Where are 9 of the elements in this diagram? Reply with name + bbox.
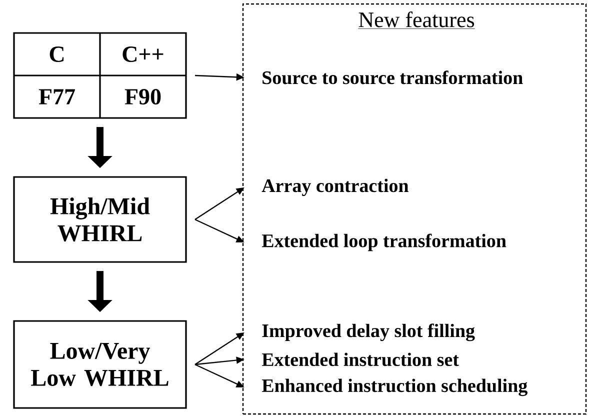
process-box: Low/Very Low WHIRL xyxy=(13,320,187,409)
feature-text: Enhanced instruction scheduling xyxy=(262,378,528,396)
feature-text: Source to source transformation xyxy=(262,70,523,84)
feature-text: Extended loop transformation xyxy=(262,234,506,252)
feature-text: Array contraction xyxy=(262,178,409,196)
language-table: C C++ F77 F90 xyxy=(13,32,187,119)
feature-text: Improved delay slot filling xyxy=(262,324,475,342)
process-box: High/Mid WHIRL xyxy=(13,176,187,263)
feature-text: Extended instruction set xyxy=(262,352,459,366)
